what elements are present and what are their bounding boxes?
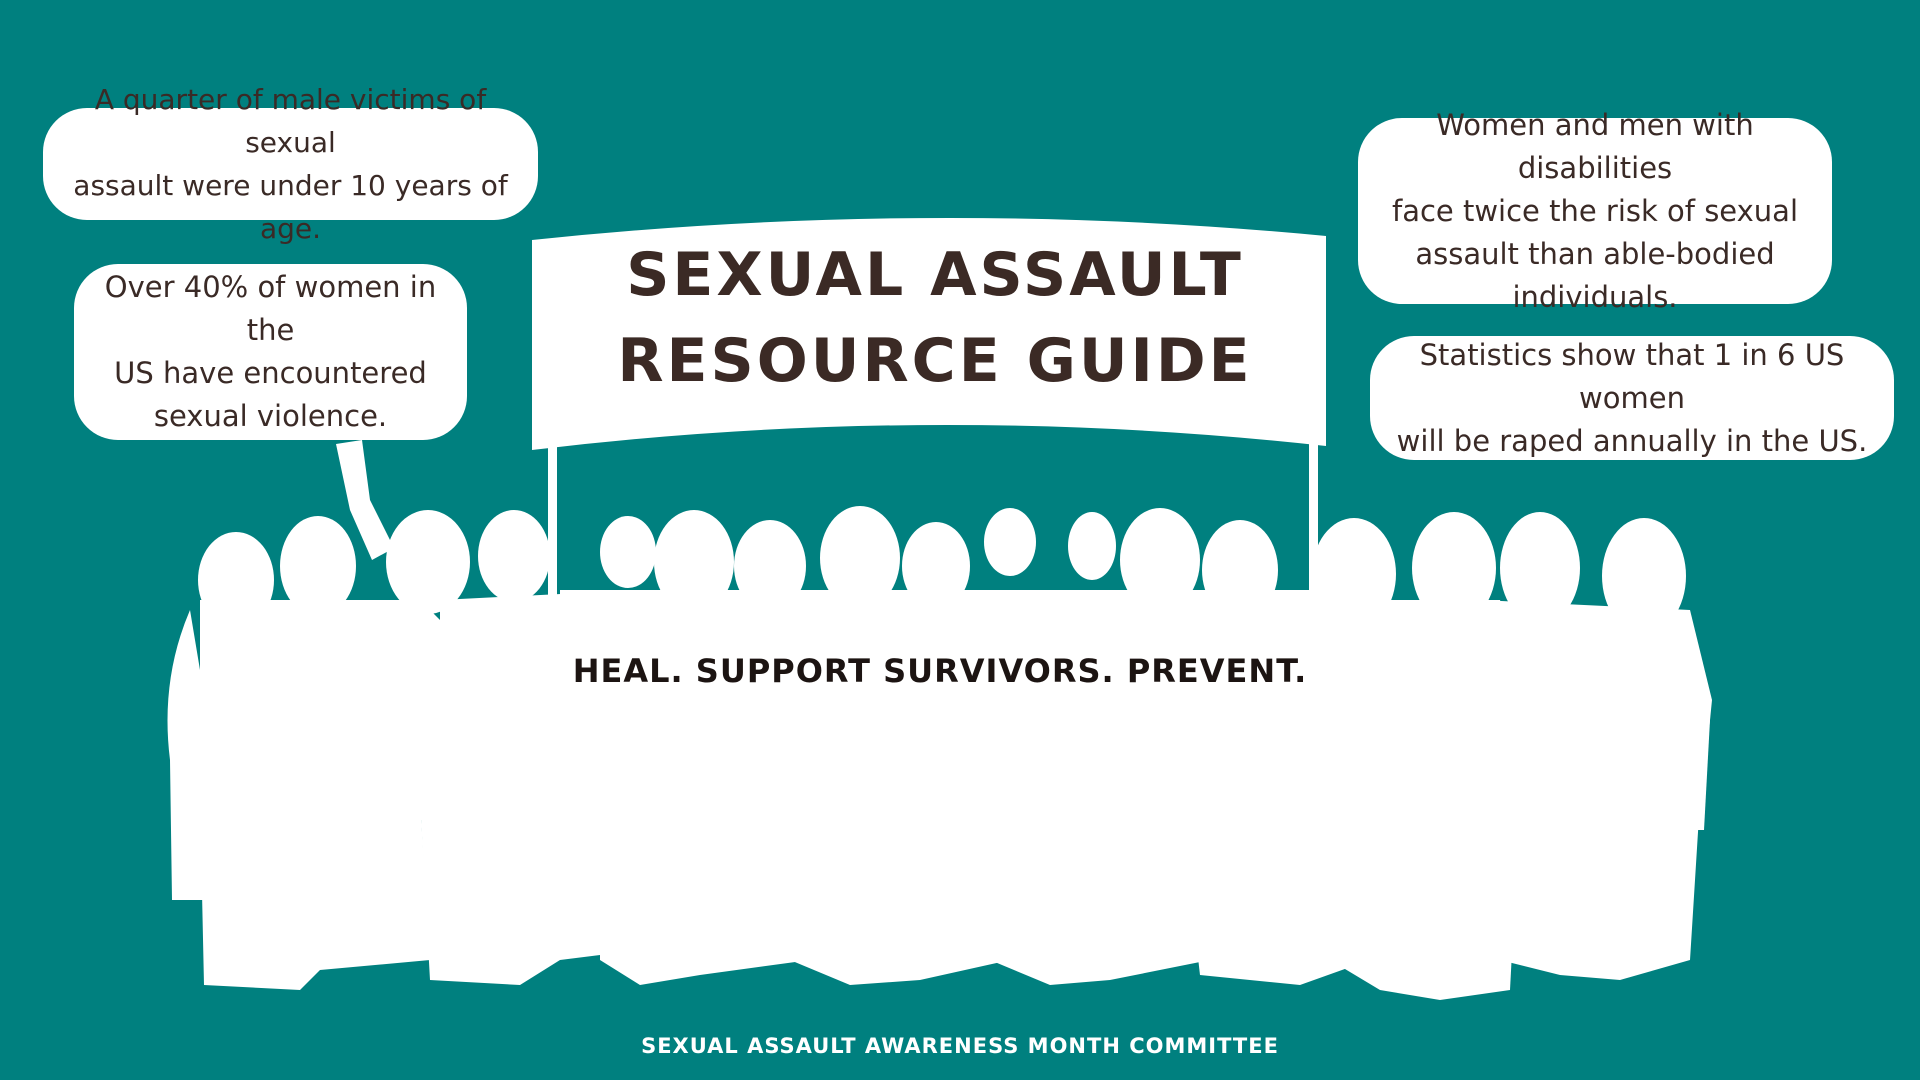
banner-pole-left	[548, 440, 557, 640]
stat-bubble-line: assault than able-bodied	[1415, 236, 1775, 271]
stat-bubble-male-victims: A quarter of male victims of sexual assa…	[43, 83, 538, 245]
banner-pole-right	[1309, 440, 1318, 640]
stat-bubble-line: assault were under 10 years of age.	[73, 169, 508, 245]
stat-bubble-line: Statistics show that 1 in 6 US women	[1419, 337, 1845, 415]
crowd-bodies	[167, 590, 1712, 1000]
stat-bubble-line: sexual violence.	[153, 399, 388, 433]
stat-bubble-line: Over 40% of women in the	[104, 270, 437, 347]
tagline: HEAL. SUPPORT SURVIVORS. PREVENT.	[572, 652, 1308, 690]
stat-bubble-line: A quarter of male victims of sexual	[94, 83, 487, 159]
banner-title-line-2: RESOURCE GUIDE	[617, 326, 1253, 396]
banner-title-line-1: SEXUAL ASSAULT	[626, 240, 1244, 310]
stat-bubble-line: will be raped annually in the US.	[1396, 423, 1868, 458]
banner-title: SEXUAL ASSAULT RESOURCE GUIDE	[540, 232, 1330, 404]
stat-bubble-line: US have encountered	[114, 356, 427, 390]
stat-bubble-line: individuals.	[1512, 279, 1678, 314]
banner	[532, 217, 1326, 450]
stat-bubble-annual-statistic: Statistics show that 1 in 6 US women wil…	[1370, 336, 1894, 460]
stat-bubble-line: face twice the risk of sexual	[1391, 193, 1799, 228]
raised-arm	[336, 440, 394, 560]
footer-committee-name: SEXUAL ASSAULT AWARENESS MONTH COMMITTEE	[641, 1034, 1279, 1058]
stat-bubble-women-violence: Over 40% of women in the US have encount…	[74, 264, 467, 440]
stat-bubble-line: Women and men with disabilities	[1436, 107, 1754, 185]
stat-bubble-disabilities: Women and men with disabilities face twi…	[1358, 108, 1832, 314]
